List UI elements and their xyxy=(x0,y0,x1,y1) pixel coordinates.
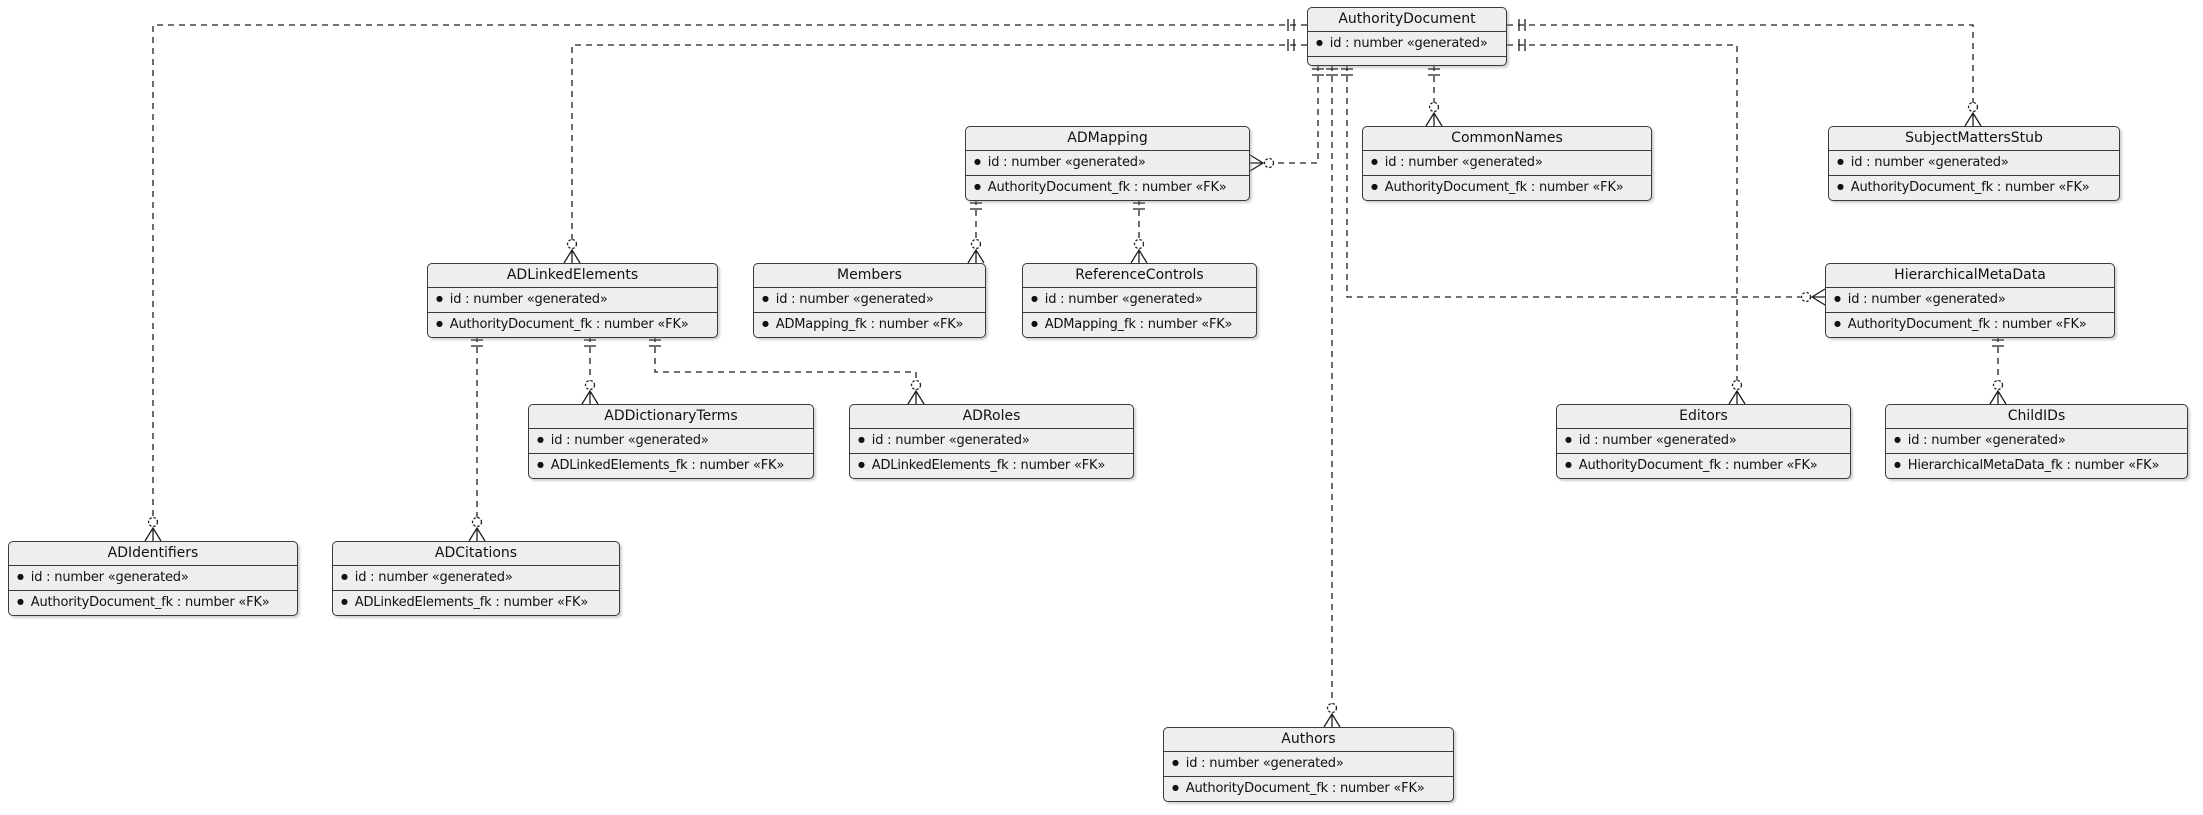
entity-title: ADCitations xyxy=(434,545,518,561)
entity-attribute: id : number «generated» xyxy=(428,287,717,312)
entity-attribute: AuthorityDocument_fk : number «FK» xyxy=(1363,175,1651,200)
entity-attribute: id : number «generated» xyxy=(529,428,813,453)
entity-attribute: AuthorityDocument_fk : number «FK» xyxy=(966,175,1249,200)
entity-attribute: id : number «generated» xyxy=(1557,428,1850,453)
entity-attribute: ADMapping_fk : number «FK» xyxy=(754,312,985,337)
relationship-adlinkedelements-adcitations xyxy=(468,336,486,542)
entity-attribute: id : number «generated» xyxy=(1829,150,2119,175)
entity-attribute: id : number «generated» xyxy=(1826,287,2114,312)
entity-ad-citations: ADCitations id : number «generated» ADLi… xyxy=(332,541,620,616)
entity-attribute: id : number «generated» xyxy=(850,428,1133,453)
entity-ad-linked-elements: ADLinkedElements id : number «generated»… xyxy=(427,263,718,338)
relationship-authoritydocument-admapping xyxy=(1249,65,1324,172)
entity-attribute: ADLinkedElements_fk : number «FK» xyxy=(850,453,1133,478)
entity-authors: Authors id : number «generated» Authorit… xyxy=(1163,727,1454,802)
entity-attribute: HierarchicalMetaData_fk : number «FK» xyxy=(1886,453,2187,478)
entity-attribute: id : number «generated» xyxy=(9,565,297,590)
entity-authority-document: AuthorityDocument id : number «generated… xyxy=(1307,7,1507,66)
relationship-authoritydocument-authors xyxy=(1323,65,1341,728)
entity-editors: Editors id : number «generated» Authorit… xyxy=(1556,404,1851,479)
entity-title: HierarchicalMetaData xyxy=(1894,267,2046,283)
entity-title: ADDictionaryTerms xyxy=(604,408,738,424)
entity-attribute: AuthorityDocument_fk : number «FK» xyxy=(1829,175,2119,200)
relationship-authoritydocument-editors xyxy=(1507,39,1746,405)
entity-attribute: AuthorityDocument_fk : number «FK» xyxy=(428,312,717,337)
relationship-adlinkedelements-adroles xyxy=(649,336,925,405)
entity-ad-dictionary-terms: ADDictionaryTerms id : number «generated… xyxy=(528,404,814,479)
entity-title: SubjectMattersStub xyxy=(1905,130,2043,146)
entity-hierarchical-meta-data: HierarchicalMetaData id : number «genera… xyxy=(1825,263,2115,338)
entity-title: AuthorityDocument xyxy=(1338,11,1476,27)
entity-ad-roles: ADRoles id : number «generated» ADLinked… xyxy=(849,404,1134,479)
entity-common-names: CommonNames id : number «generated» Auth… xyxy=(1362,126,1652,201)
entity-attribute: AuthorityDocument_fk : number «FK» xyxy=(1557,453,1850,478)
entity-title: ChildIDs xyxy=(2007,408,2066,424)
relationship-authoritydocument-adlinkedelements xyxy=(563,39,1307,264)
relationship-authoritydocument-commonnames xyxy=(1425,65,1443,127)
relationship-authoritydocument-subjectmattersstub xyxy=(1507,19,1982,127)
relationship-authoritydocument-hierarchicalmetadata xyxy=(1341,65,1826,306)
entity-attribute: id : number «generated» xyxy=(333,565,619,590)
relationship-authoritydocument-adidentifiers xyxy=(144,19,1307,542)
entity-members: Members id : number «generated» ADMappin… xyxy=(753,263,986,338)
entity-title: CommonNames xyxy=(1451,130,1563,146)
entity-title: Members xyxy=(837,267,902,283)
entity-attribute: ADLinkedElements_fk : number «FK» xyxy=(529,453,813,478)
entity-ad-identifiers: ADIdentifiers id : number «generated» Au… xyxy=(8,541,298,616)
entity-title: ADRoles xyxy=(962,408,1021,424)
entity-attribute: AuthorityDocument_fk : number «FK» xyxy=(1164,776,1453,801)
entity-attribute: id : number «generated» xyxy=(1023,287,1256,312)
entity-title: ReferenceControls xyxy=(1075,267,1204,283)
entity-title: ADMapping xyxy=(1067,130,1148,146)
entity-title: ADLinkedElements xyxy=(506,267,639,283)
relationship-hierarchicalmetadata-childids xyxy=(1989,336,2007,405)
relationship-adlinkedelements-addictionaryterms xyxy=(581,336,599,405)
entity-attribute: AuthorityDocument_fk : number «FK» xyxy=(1826,312,2114,337)
entity-attribute: ADMapping_fk : number «FK» xyxy=(1023,312,1256,337)
entity-attribute: AuthorityDocument_fk : number «FK» xyxy=(9,590,297,615)
entity-attribute: id : number «generated» xyxy=(966,150,1249,175)
entity-title: Authors xyxy=(1281,731,1336,747)
entity-subject-matters-stub: SubjectMattersStub id : number «generate… xyxy=(1828,126,2120,201)
relationship-admapping-referencecontrols xyxy=(1130,199,1148,264)
entity-attribute: ADLinkedElements_fk : number «FK» xyxy=(333,590,619,615)
entity-attribute: id : number «generated» xyxy=(1164,751,1453,776)
entity-empty-compartment xyxy=(1308,56,1506,65)
entity-attribute: id : number «generated» xyxy=(754,287,985,312)
entity-attribute: id : number «generated» xyxy=(1363,150,1651,175)
entity-ad-mapping: ADMapping id : number «generated» Author… xyxy=(965,126,1250,201)
entity-title: Editors xyxy=(1679,408,1728,424)
entity-title: ADIdentifiers xyxy=(107,545,199,561)
entity-attribute: id : number «generated» xyxy=(1308,31,1506,56)
entity-attribute: id : number «generated» xyxy=(1886,428,2187,453)
relationship-admapping-members xyxy=(967,199,985,264)
entity-reference-controls: ReferenceControls id : number «generated… xyxy=(1022,263,1257,338)
entity-child-ids: ChildIDs id : number «generated» Hierarc… xyxy=(1885,404,2188,479)
